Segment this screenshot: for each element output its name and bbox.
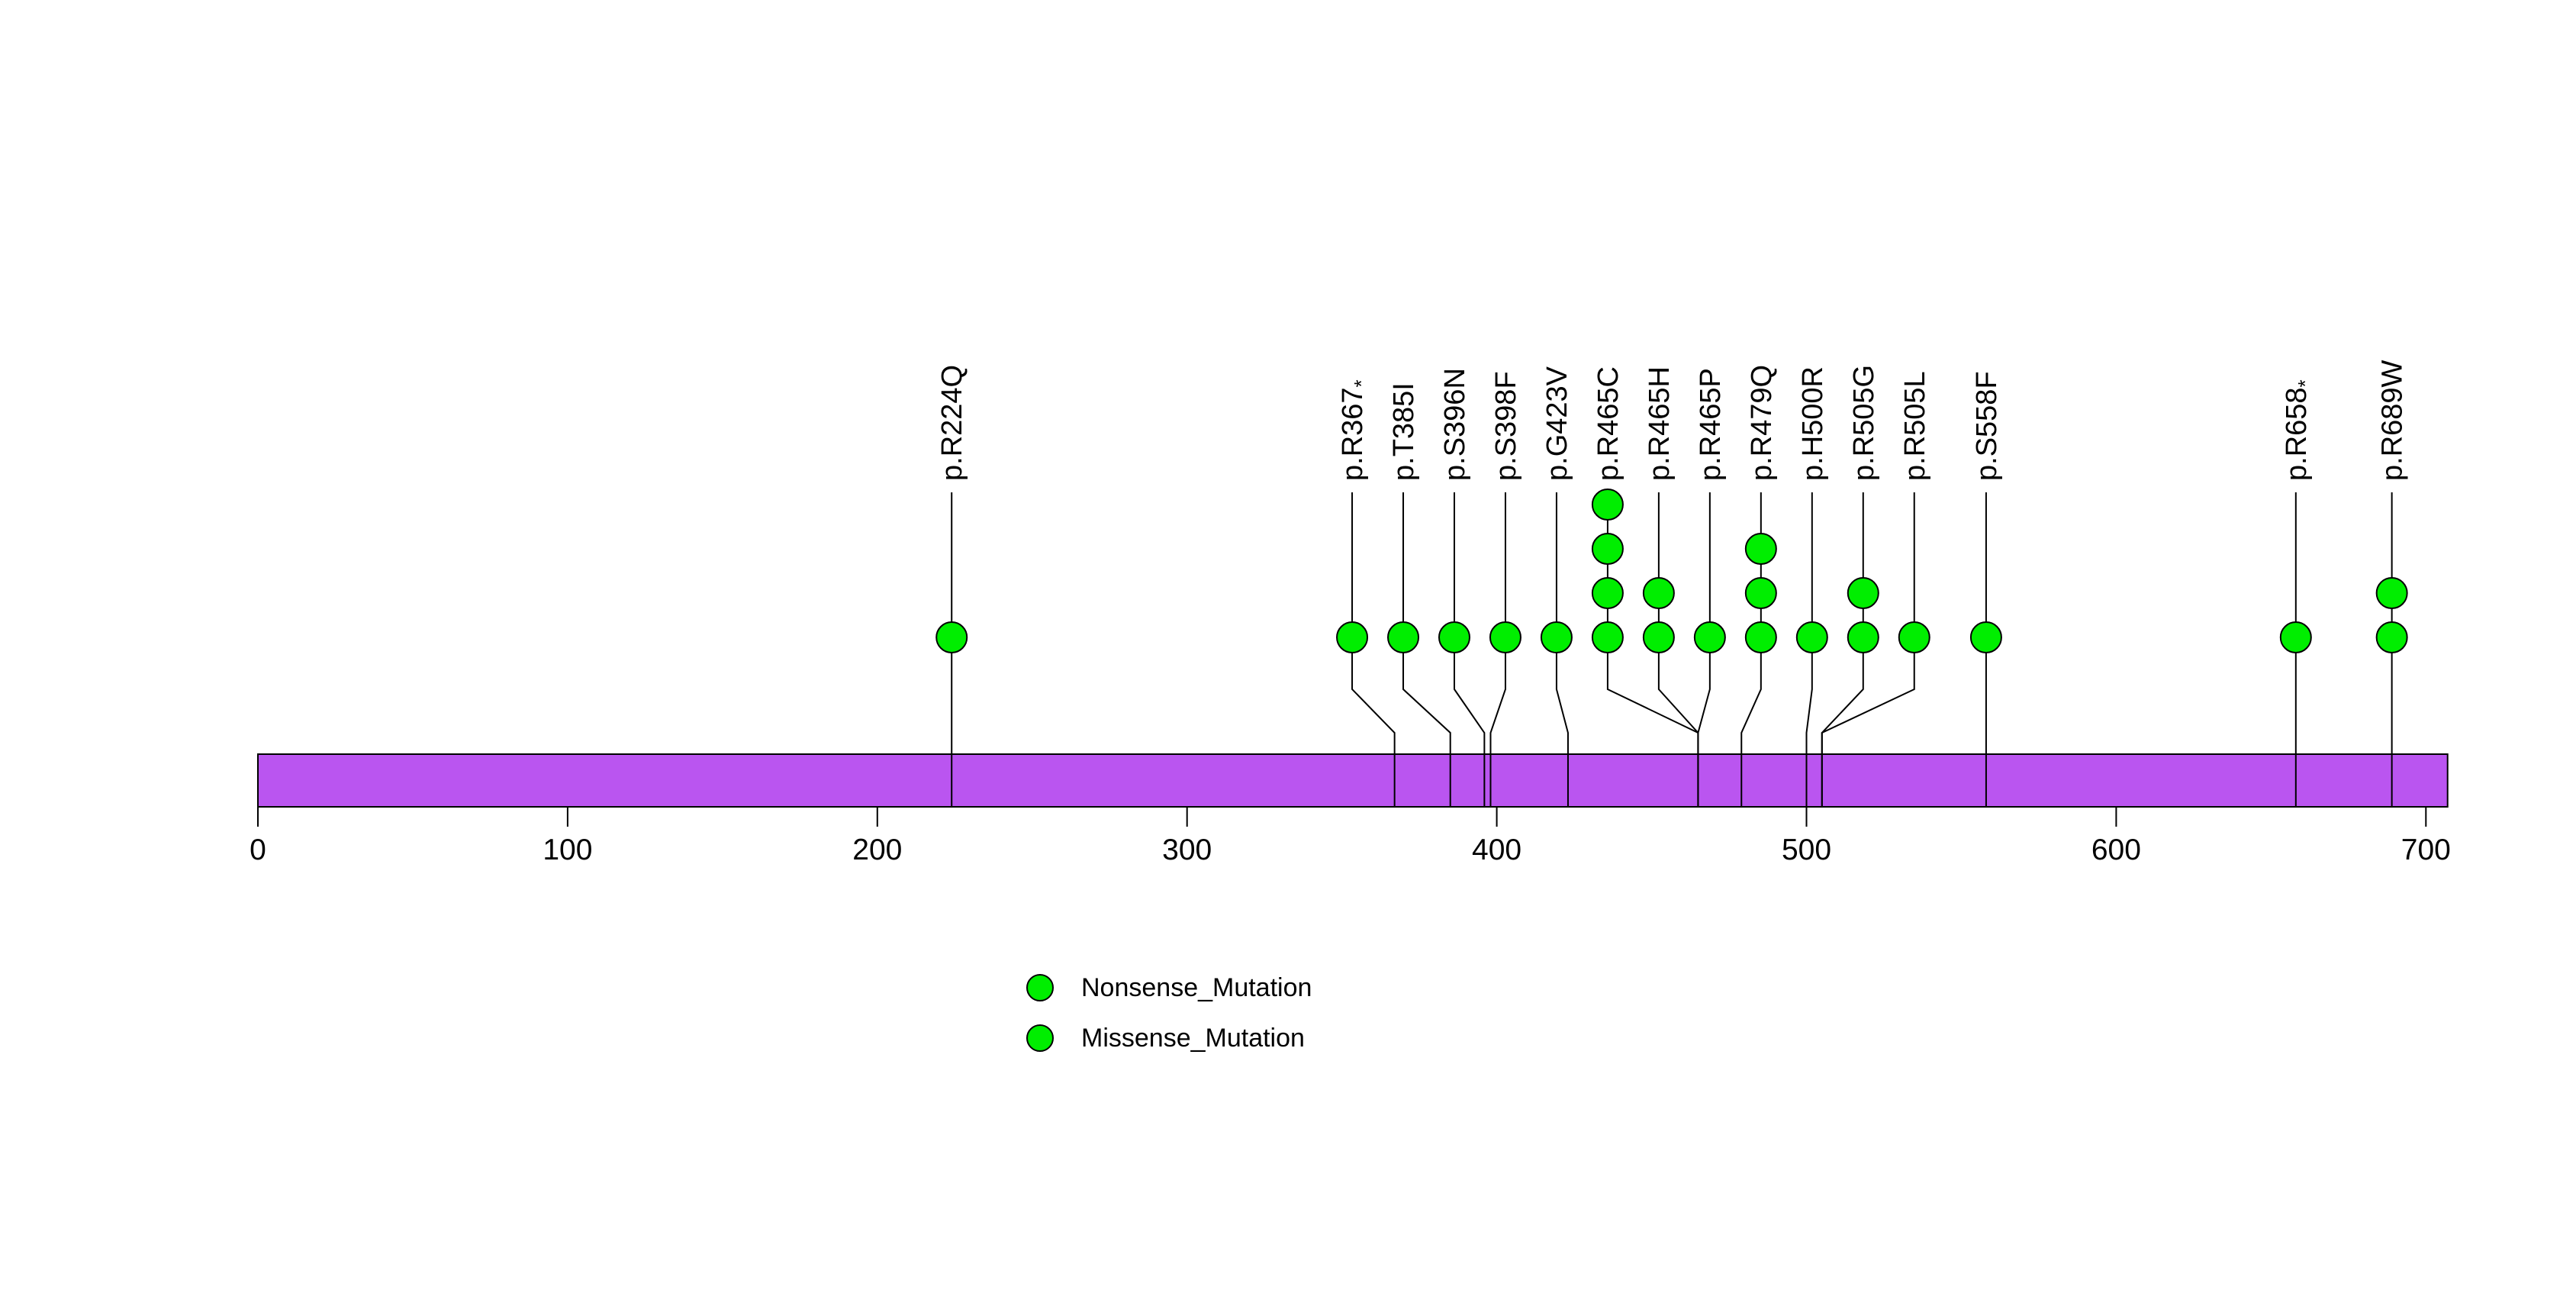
axis-tick-label: 200 bbox=[852, 834, 902, 866]
mutation-label: p.R465P bbox=[1695, 368, 1727, 481]
axis-tick-label: 600 bbox=[2091, 834, 2141, 866]
legend-item-missense-mutation: Missense_Mutation bbox=[1026, 1013, 1312, 1063]
mutation-circle bbox=[2375, 577, 2408, 609]
mutation-circle bbox=[1336, 621, 1369, 653]
mutation-stem bbox=[1821, 492, 1915, 807]
mutation-circle bbox=[1591, 621, 1624, 653]
mutation-circle bbox=[1969, 621, 2002, 653]
mutation-label: p.H500R bbox=[1797, 366, 1829, 481]
mutation-circle bbox=[2279, 621, 2312, 653]
mutation-circle bbox=[1387, 621, 1420, 653]
legend: Nonsense_Mutation Missense_Mutation bbox=[1026, 963, 1312, 1063]
mutation-circle bbox=[1795, 621, 1828, 653]
mutation-label: p.R505L bbox=[1899, 371, 1931, 481]
legend-label-missense: Missense_Mutation bbox=[1081, 1023, 1305, 1053]
missense-mutation-dot-icon bbox=[1026, 1024, 1054, 1052]
mutation-circle bbox=[1438, 621, 1470, 653]
protein-bar bbox=[257, 753, 2449, 808]
axis-tick-label: 100 bbox=[543, 834, 592, 866]
mutation-circle bbox=[1540, 621, 1573, 653]
lollipop-circle-layer bbox=[935, 489, 2408, 653]
mutation-circle bbox=[1847, 621, 1879, 653]
mutation-label: p.R465C bbox=[1592, 366, 1624, 481]
mutation-label: p.R505G bbox=[1848, 365, 1880, 481]
mutation-label-layer: p.R224Q p.R367* p.T385I p.S396N p.S398F p.G42… bbox=[936, 360, 2408, 481]
mutation-circle bbox=[1642, 577, 1675, 609]
axis-tick-label: 700 bbox=[2401, 834, 2451, 866]
mutation-label: p.R465H bbox=[1644, 366, 1676, 481]
mutation-label: p.T385I bbox=[1388, 382, 1420, 481]
nonsense-mutation-dot-icon bbox=[1026, 974, 1054, 1001]
mutation-circle bbox=[1847, 577, 1879, 609]
mutation-stem bbox=[1555, 492, 1569, 807]
mutation-circle bbox=[1744, 577, 1777, 609]
mutation-circle bbox=[1744, 621, 1777, 653]
axis-tick-label: 0 bbox=[250, 834, 266, 866]
mutation-label: p.G423V bbox=[1541, 366, 1573, 481]
mutation-stem bbox=[1489, 492, 1506, 807]
mutation-stem bbox=[1453, 492, 1486, 807]
mutation-circle bbox=[2375, 621, 2408, 653]
legend-label-nonsense: Nonsense_Mutation bbox=[1081, 972, 1312, 1002]
mutation-label: p.S396N bbox=[1439, 368, 1471, 481]
protein-bar-layer bbox=[257, 753, 2449, 808]
mutation-circle bbox=[1642, 621, 1675, 653]
mutation-label: p.S398F bbox=[1490, 371, 1522, 481]
axis-tick-label: 500 bbox=[1782, 834, 1831, 866]
mutation-label: p.R367* bbox=[1337, 379, 1373, 481]
mutation-label: p.S558F bbox=[1971, 371, 2003, 481]
mutation-stem bbox=[1402, 492, 1451, 807]
mutation-label: p.R658* bbox=[2281, 379, 2317, 481]
mutation-circle bbox=[1744, 533, 1777, 565]
x-axis-layer: 0 100 200 300 400 500 600 700 bbox=[250, 807, 2451, 866]
mutation-stem bbox=[1351, 492, 1396, 807]
mutation-label: p.R224Q bbox=[936, 365, 968, 481]
legend-item-nonsense-mutation: Nonsense_Mutation bbox=[1026, 963, 1312, 1013]
mutation-label: p.R479Q bbox=[1746, 365, 1778, 481]
mutation-circle bbox=[1591, 489, 1624, 521]
axis-tick-label: 300 bbox=[1162, 834, 1212, 866]
mutation-circle bbox=[1693, 621, 1726, 653]
mutation-circle bbox=[1489, 621, 1521, 653]
mutation-stem bbox=[1697, 492, 1711, 807]
mutation-circle bbox=[1898, 621, 1930, 653]
mutation-circle bbox=[1591, 533, 1624, 565]
mutation-stem bbox=[1805, 492, 1813, 807]
axis-tick-label: 400 bbox=[1472, 834, 1521, 866]
mutation-circle bbox=[935, 621, 968, 653]
mutation-circle bbox=[1591, 577, 1624, 609]
mutation-label: p.R689W bbox=[2377, 360, 2409, 481]
